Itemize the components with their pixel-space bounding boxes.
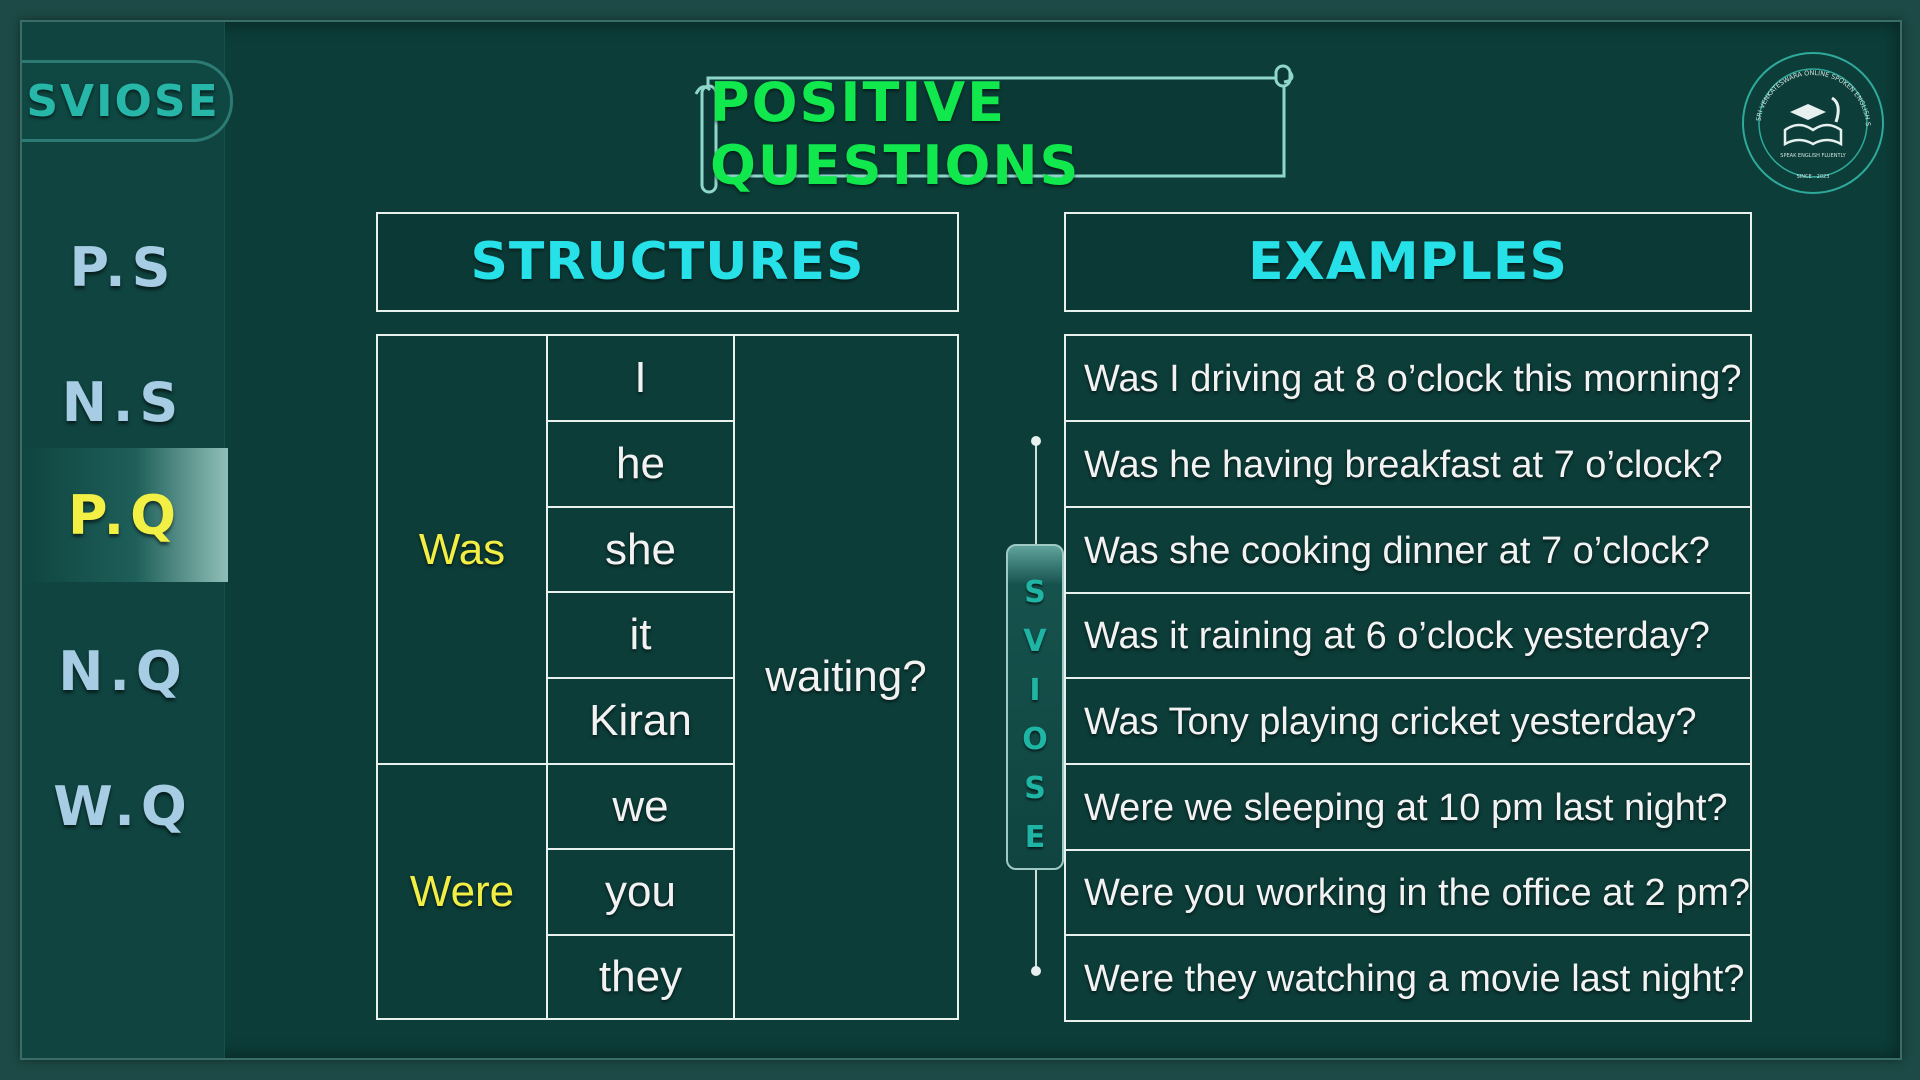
nav-item-ns[interactable]: N.S	[61, 370, 185, 434]
quill-icon	[1831, 96, 1840, 123]
nav-item-wq[interactable]: W.Q	[53, 774, 193, 838]
subject-cell: Kiran	[589, 696, 692, 745]
brand-badge: SVIOSE	[22, 60, 233, 142]
pill-letter: V	[1023, 624, 1047, 659]
nav-item-pq[interactable]: P.Q	[22, 448, 228, 582]
graduation-cap-icon	[1790, 104, 1826, 120]
examples-table: Was I driving at 8 o’clock this morning?…	[1064, 334, 1752, 1022]
svg-text:SINCE - 2023: SINCE - 2023	[1797, 174, 1830, 180]
sidebar: SVIOSE P.S N.S P.Q N.Q W.Q	[22, 22, 233, 1058]
scroll-frame-icon	[694, 64, 1294, 194]
aux-was: Was	[418, 524, 506, 574]
subject-cell: it	[629, 610, 652, 659]
pill-letter: O	[1022, 722, 1048, 757]
subject-cell: we	[612, 781, 669, 831]
structures-header: STRUCTURES	[376, 212, 959, 312]
pill-letter: E	[1024, 820, 1046, 855]
divider-dot-top	[1031, 436, 1041, 446]
subject-cell: you	[605, 867, 676, 916]
example-row: Was she cooking dinner at 7 o’clock?	[1084, 529, 1710, 572]
structures-table: Was Were I he she it Kiran we you they w…	[376, 334, 959, 1020]
page-title: POSITIVE QUESTIONS	[710, 71, 1081, 197]
pill-letter: I	[1029, 673, 1041, 708]
svg-text:SPEAK ENGLISH FLUENTLY: SPEAK ENGLISH FLUENTLY	[1780, 153, 1846, 159]
title-banner: POSITIVE QUESTIONS	[690, 64, 1300, 197]
verb-cell: waiting?	[765, 652, 927, 701]
slide-frame: SVIOSE P.S N.S P.Q N.Q W.Q POSITIVE QUES…	[20, 20, 1902, 1060]
subject-cell: they	[598, 952, 683, 1001]
subject-cell: he	[616, 439, 665, 488]
example-row: Was Tony playing cricket yesterday?	[1084, 700, 1697, 743]
pill-letter: S	[1024, 771, 1046, 806]
example-row: Was he having breakfast at 7 o’clock?	[1084, 443, 1723, 486]
nav-item-ps[interactable]: P.S	[69, 235, 177, 299]
nav-item-nq[interactable]: N.Q	[58, 639, 188, 703]
example-row: Was it raining at 6 o’clock yesterday?	[1084, 614, 1710, 657]
divider-dot-bottom	[1031, 966, 1041, 976]
pill-letter: S	[1024, 575, 1046, 610]
vertical-brand-pill: S V I O S E	[1006, 544, 1064, 870]
example-row: Was I driving at 8 o’clock this morning?	[1084, 357, 1742, 400]
school-logo: SPEAK ENGLISH FLUENTLY SINCE - 2023 SRI …	[1737, 44, 1886, 196]
subject-cell: I	[634, 353, 647, 402]
example-row: Were we sleeping at 10 pm last night?	[1084, 786, 1728, 829]
examples-header: EXAMPLES	[1064, 212, 1752, 312]
example-row: Were they watching a movie last night?	[1084, 957, 1745, 1000]
subject-cell: she	[605, 524, 676, 574]
open-book-icon	[1783, 123, 1843, 147]
aux-were: Were	[409, 866, 515, 916]
example-row: Were you working in the office at 2 pm?	[1084, 871, 1751, 914]
